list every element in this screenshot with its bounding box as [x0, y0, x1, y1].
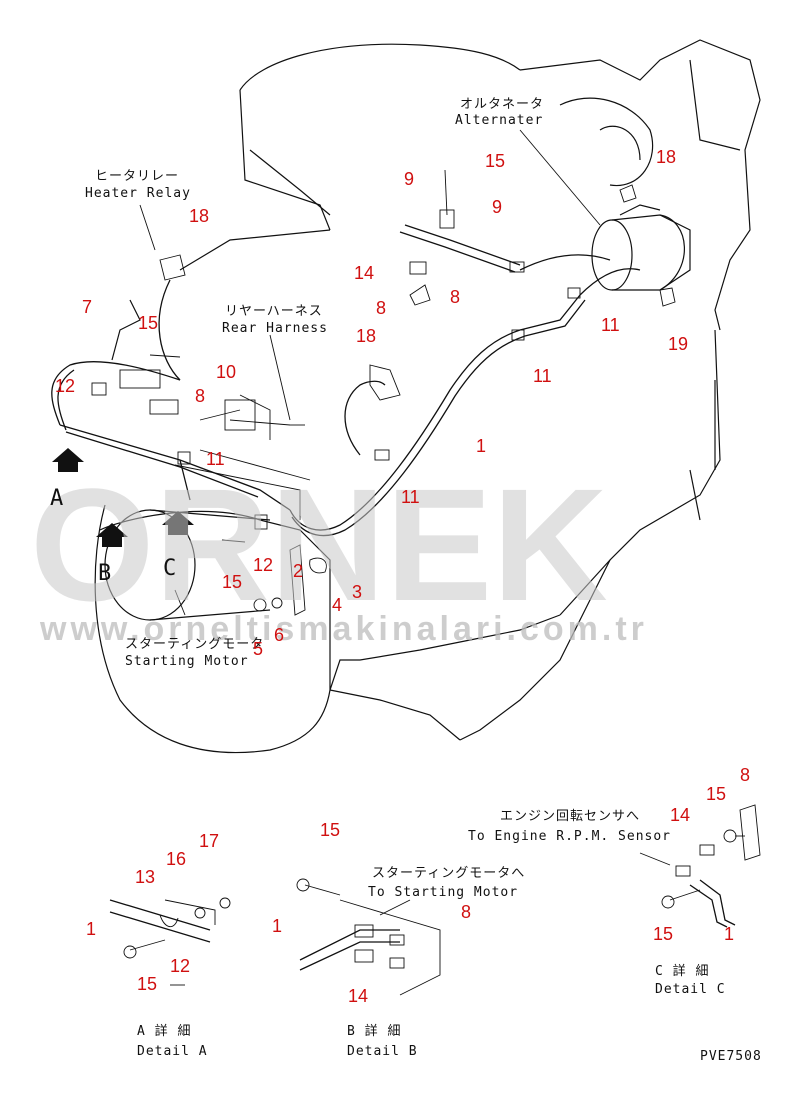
watermark-brand: ORNEK	[30, 455, 608, 634]
to-engine-rpm-label-jp: エンジン回転センサへ	[500, 809, 640, 824]
callout-1: 1	[724, 924, 734, 944]
label-leaders	[139, 129, 671, 916]
callout-15: 15	[485, 151, 505, 171]
to-starting-motor-label-jp: スターティングモータへ	[372, 866, 525, 881]
text-labels: オルタネータ Alternater ヒータリレー Heater Relay リヤ…	[50, 97, 762, 1064]
starting-motor-label-en: Starting Motor	[125, 654, 249, 669]
callout-18: 18	[189, 206, 209, 226]
callout-14: 14	[354, 263, 374, 283]
callout-11: 11	[601, 315, 620, 335]
callout-4: 4	[332, 595, 342, 615]
detail-a-label-en: Detail A	[137, 1044, 208, 1059]
callout-12: 12	[170, 956, 190, 976]
watermark-url: www.orneltismakinalari.com.tr	[39, 610, 648, 648]
view-label-c: C	[163, 556, 177, 581]
callout-18: 18	[656, 147, 676, 167]
alternator-label-en: Alternater	[455, 113, 543, 128]
callout-1: 1	[476, 436, 486, 456]
callout-9: 9	[492, 197, 502, 217]
heater-relay-label-jp: ヒータリレー	[95, 169, 179, 184]
callout-18: 18	[356, 326, 376, 346]
detail-b-drawing	[296, 878, 441, 996]
callout-10: 10	[216, 362, 236, 382]
callout-1: 1	[272, 916, 282, 936]
callout-8: 8	[740, 765, 750, 785]
to-engine-rpm-label-en: To Engine R.P.M. Sensor	[468, 829, 671, 844]
callout-12: 12	[55, 376, 75, 396]
callout-8: 8	[376, 298, 386, 318]
callout-5: 5	[253, 639, 263, 659]
callout-15: 15	[320, 820, 340, 840]
detail-a-label-jp: A 詳 細	[137, 1023, 191, 1039]
callout-8: 8	[450, 287, 460, 307]
callout-15: 15	[222, 572, 242, 592]
alternator	[591, 204, 691, 291]
main-harness	[51, 224, 641, 537]
callout-9: 9	[404, 169, 414, 189]
alternator-label-jp: オルタネータ	[460, 97, 544, 112]
detail-a-drawing	[109, 897, 231, 986]
callout-19: 19	[668, 334, 688, 354]
callout-1: 1	[86, 919, 96, 939]
heater-relay-label-en: Heater Relay	[85, 186, 191, 201]
rear-harness	[174, 394, 311, 520]
callout-15: 15	[653, 924, 673, 944]
callout-11: 11	[206, 449, 225, 469]
callout-15: 15	[706, 784, 726, 804]
callout-8: 8	[461, 902, 471, 922]
callout-15: 15	[137, 974, 157, 994]
callout-11: 11	[533, 366, 552, 386]
detail-b-label-en: Detail B	[347, 1044, 418, 1059]
rear-harness-label-jp: リヤーハーネス	[225, 304, 323, 319]
callout-16: 16	[166, 849, 186, 869]
callout-13: 13	[135, 867, 155, 887]
rear-harness-label-en: Rear Harness	[222, 321, 328, 336]
detail-c-label-jp: C 詳 細	[655, 963, 709, 979]
to-starting-motor-label-en: To Starting Motor	[368, 885, 518, 900]
callout-2: 2	[293, 561, 303, 581]
callout-6: 6	[274, 625, 284, 645]
callout-11: 11	[401, 487, 420, 507]
detail-c-label-en: Detail C	[655, 982, 726, 997]
view-label-a: A	[50, 486, 64, 511]
callout-7: 7	[82, 297, 92, 317]
callout-17: 17	[199, 831, 219, 851]
detail-b-label-jp: B 詳 細	[347, 1023, 401, 1039]
callout-12: 12	[253, 555, 273, 575]
detail-c-drawing	[661, 804, 761, 928]
callout-14: 14	[348, 986, 368, 1006]
starting-motor	[104, 509, 271, 621]
engine-outline	[94, 39, 761, 754]
callout-8: 8	[195, 386, 205, 406]
clamps	[91, 169, 676, 616]
view-arrows	[52, 448, 194, 547]
starting-motor-label-jp: スターティングモータ	[125, 637, 264, 652]
view-label-b: B	[98, 561, 112, 586]
callout-3: 3	[352, 582, 362, 602]
callout-numbers: 15 9 9 18 18 14 8 8 11 7 15 19 18 10 12 …	[55, 147, 750, 1006]
callout-14: 14	[670, 805, 690, 825]
figure-code: PVE7508	[700, 1049, 762, 1064]
callout-15: 15	[138, 313, 158, 333]
